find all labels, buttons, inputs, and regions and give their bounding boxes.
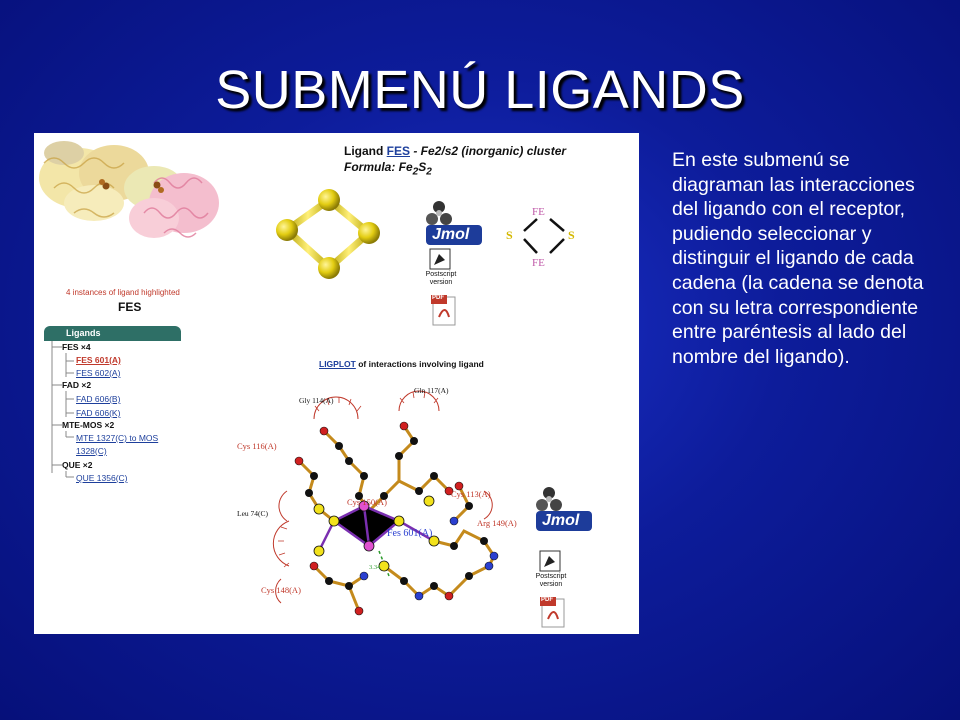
pdf-icon-bottom[interactable]: [540, 597, 566, 629]
ligand-header: Ligand FES - Fe2/s2 (inorganic) cluster …: [344, 143, 566, 180]
tree-item-fes-602a[interactable]: FES 602(A): [76, 368, 121, 378]
tree-item-fad-606k[interactable]: FAD 606(K): [76, 408, 121, 418]
pdf-label: PDF: [432, 295, 444, 301]
tree-group-fes[interactable]: FES ×4: [62, 342, 91, 352]
residue-fes601: Fes 601(A): [387, 528, 432, 539]
ligand-fes-link[interactable]: FES: [386, 144, 411, 158]
s-left-label: S: [506, 228, 513, 242]
ligplot-caption: LIGPLOT of interactions involving ligand: [319, 359, 484, 369]
fes-2d-diagram: FE FE S S: [506, 206, 575, 269]
jmol-label-bottom: Jmol: [542, 512, 580, 529]
tree-group-que[interactable]: QUE ×2: [62, 460, 93, 470]
slide-description: En este submenú se diagraman las interac…: [672, 149, 924, 368]
residue-cys150: Cys 150(A): [347, 497, 387, 507]
instances-note: 4 instances of ligand highlighted: [66, 288, 180, 297]
tree-item-fad-606b[interactable]: FAD 606(B): [76, 394, 121, 404]
pdf-label-bottom: PDF: [541, 597, 553, 603]
ligplot-link[interactable]: LIGPLOT: [319, 359, 356, 369]
tree-item-mte-1327c[interactable]: MTE 1327(C) to MOS: [76, 433, 159, 443]
jmol-icon[interactable]: Jmol: [424, 197, 484, 247]
tree-group-mte-mos[interactable]: MTE-MOS ×2: [62, 420, 115, 430]
residue-gly114: Gly 114(A): [299, 396, 334, 405]
pdf-icon[interactable]: [431, 295, 457, 327]
formula-label: Formula: Fe2S2: [344, 160, 432, 178]
fes-3d-model: [276, 189, 380, 279]
tree-lines: [51, 341, 74, 478]
ligand-fullname: - Fe2/s2 (inorganic) cluster: [410, 144, 567, 158]
ligands-tab[interactable]: Ligands: [44, 326, 181, 341]
jmol-label: Jmol: [432, 226, 470, 243]
tree-item-fes-601a[interactable]: FES 601(A): [76, 355, 121, 365]
residue-cys148: Cys 148(A): [261, 585, 301, 595]
slide-title: SUBMENÚ LIGANDS: [215, 60, 745, 120]
fe-bottom-label: FE: [532, 257, 545, 269]
tree-item-que-1356c[interactable]: QUE 1356(C): [76, 473, 128, 483]
postscript-icon[interactable]: [429, 248, 451, 270]
hbond-distance: 3.34: [369, 564, 381, 571]
tree-group-fad[interactable]: FAD ×2: [62, 380, 92, 390]
selected-ligand-name: FES: [118, 300, 142, 314]
ligplot-diagram: Gly 114(A) Gln 117(A) Cys 116(A) Cys 150…: [237, 386, 517, 616]
residue-cys113: Cys 113(A): [451, 489, 491, 499]
jmol-icon-bottom[interactable]: Jmol: [534, 483, 594, 533]
residue-cys116: Cys 116(A): [237, 441, 277, 451]
residue-arg149: Arg 149(A): [477, 518, 517, 528]
postscript-icon-bottom[interactable]: [539, 550, 561, 572]
tree-item-mos-1328c[interactable]: 1328(C): [76, 446, 107, 456]
protein-structure-image: [39, 141, 219, 238]
ligand-prefix: Ligand: [344, 144, 387, 158]
screenshot-panel: 4 instances of ligand highlighted FES Li…: [34, 133, 639, 634]
residue-gln117: Gln 117(A): [414, 386, 449, 395]
s-right-label: S: [568, 228, 575, 242]
fe-top-label: FE: [532, 206, 545, 218]
residue-leu74: Leu 74(C): [237, 509, 269, 518]
